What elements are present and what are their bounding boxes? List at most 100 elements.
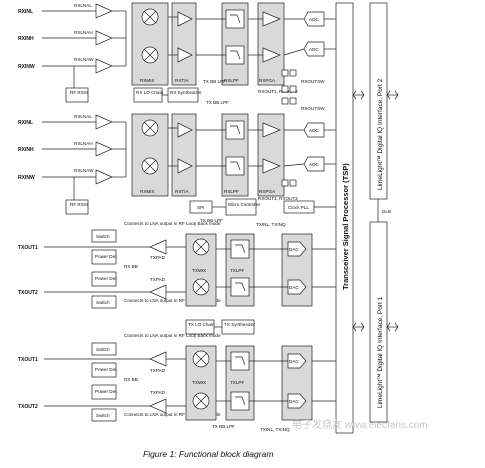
rx2-tia-label: RXTIA (175, 189, 189, 194)
tx-channel-2: Switch Connects to LNA output in RF Loop… (18, 333, 336, 432)
rx1-sw-3 (281, 85, 289, 93)
spi-label: SPI (197, 205, 204, 210)
rx2-sw-3 (281, 179, 289, 187)
tx2-txbb-label: TX BB LPF (212, 424, 235, 429)
port1-label: LimeLight™ Digital IQ Interface, Port 1 (377, 296, 384, 408)
rx2-lna-label-h: RXLNAH (74, 141, 93, 146)
rx1-tia-label: RXTIA (175, 78, 189, 83)
rx2-input-label-l: RXINL (18, 120, 33, 126)
tx1-power-det-b (91, 271, 117, 287)
tx2-loopback-b: Connects to LNA output in RF Loop Back m… (124, 412, 221, 417)
tx2-txinl-label: TXINL, TXINQ (260, 427, 290, 432)
rx1-sw-2 (289, 69, 297, 77)
rx1-input-label-l: RXINL (18, 9, 33, 15)
watermark: 电子发烧友 www.elecfans.com (292, 418, 428, 431)
rx1-rxoutsw-label: RXOUTSW (301, 79, 325, 84)
tx2-loopback-a: Connects to LNA output in RF Loop Back m… (124, 333, 221, 338)
tx2-pad-label-a: TXPAD (150, 368, 166, 373)
tx1-loopback-b: Connects to LNA output in RF Loop Back m… (124, 298, 221, 303)
rx2-mix-label: RXMIX (140, 189, 155, 194)
tx1-power-det-a (91, 249, 117, 265)
tx2-switch-a (91, 342, 117, 356)
tx2-power-det-b (91, 384, 117, 400)
rx2-txbb-label: TX BB LPF (206, 100, 229, 105)
tx-channel-1: Switch Connects to LNA output in RF Loop… (18, 221, 336, 335)
tx2-switch-b-label: Switch (96, 413, 110, 418)
rx2-rxoutsw-label: RXOUTSW (301, 106, 325, 111)
rx2-lna-w-amplifier (95, 169, 113, 185)
tx1-power-det-b-label: Power Det. (95, 276, 118, 281)
tx2-dac-label-i: DAC (289, 359, 299, 364)
tx1-switch-b (91, 295, 117, 309)
tx2-lpf-label: TXLPF (230, 380, 244, 385)
tx1-rxbb-label: RX BB (124, 264, 138, 269)
mid-txbb-label: TX BB LPF (200, 218, 223, 223)
rx2-pga-label: RXPGA (259, 189, 276, 194)
tx1-lpf-label: TXLPF (230, 268, 244, 273)
tx2-pad-amplifier-a (149, 351, 167, 367)
rx2-lna-l-amplifier (95, 114, 113, 130)
rx2-rssi-block (65, 199, 89, 215)
tx2-power-det-a-label: Power Det. (95, 367, 118, 372)
rx1-txbb-label: TX BB LPF (203, 79, 226, 84)
rx2-rxout-label: RXOUT1, RXOUT2 (258, 196, 298, 201)
rx1-lna-label-w: RXLNAW (74, 57, 94, 62)
rx1-synth-label: RX Synthesizer (170, 90, 202, 95)
tx1-loopback-a: Connects to LNA output in RF Loop Back m… (124, 221, 221, 226)
tx2-power-det-b-label: Power Det. (95, 389, 118, 394)
rx2-lpf-label: RXLPF (224, 189, 239, 194)
rx1-sw-4 (289, 85, 297, 93)
tx1-out-label-1: TXOUT1 (18, 245, 38, 251)
tx2-power-det-a (91, 362, 117, 378)
tx2-switch-b (91, 408, 117, 422)
tx2-mix-label: TXMIX (192, 380, 206, 385)
rx1-lo-chain-label: RX LO Chain (136, 90, 164, 95)
tx1-out-label-2: TXOUT2 (18, 290, 38, 296)
rx1-lna-label-h: RXLNAH (74, 30, 93, 35)
clock-pll-label: Clock PLL (288, 205, 309, 210)
rx2-adc-label-i: ADC (309, 128, 319, 133)
tx1-switch-a (91, 229, 117, 243)
rx-channel-1: RXINL RXINH RXINW RXLNAL RXLNAH RXLNAW R… (18, 2, 336, 103)
rx1-mix-label: RXMIX (140, 78, 155, 83)
rx-channel-2: RXINL RXINH RXINW RXLNAL RXLNAH RXLNAW R… (18, 97, 336, 215)
rx2-input-label-w: RXINW (18, 175, 35, 181)
rx1-adc-label-q: ADC (309, 47, 319, 52)
rx1-rssi-label: RF RSSI (70, 90, 88, 95)
rx2-sw-1 (281, 97, 289, 105)
tx1-mix-label: TXMIX (192, 268, 206, 273)
mid-txinl-label: TXINL, TXINQ (256, 222, 286, 227)
tx2-pad-amplifier-b (149, 398, 167, 414)
tx1-power-det-a-label: Power Det. (95, 254, 118, 259)
tx2-dac-label-q: DAC (289, 399, 299, 404)
rx1-lna-l-amplifier (95, 3, 113, 19)
dlb-label: DLB (382, 209, 391, 214)
port1-block (369, 221, 388, 423)
rx2-lna-label-w: RXLNAW (74, 168, 94, 173)
rx2-lna-label-l: RXLNAL (74, 114, 92, 119)
tx2-out-label-2: TXOUT2 (18, 404, 38, 410)
tx1-pad-label-b: TXPAD (150, 277, 166, 282)
rx1-rssi-block (65, 87, 89, 103)
rx2-sw-4 (289, 179, 297, 187)
rx1-pga-label: RXPGA (259, 78, 276, 83)
tsp-block (335, 2, 354, 434)
rx1-rxout-label: RXOUT1, RXOUT2 (258, 89, 298, 94)
tx2-pad-label-b: TXPAD (150, 390, 166, 395)
tx-synth-label: TX Synthesizer (224, 322, 256, 327)
tx1-switch-a-label: Switch (96, 234, 110, 239)
control-section: SPI Micro Controller Clock PLL TX BB LPF… (189, 198, 336, 227)
tx1-switch-b-label: Switch (96, 300, 110, 305)
port2-block (369, 2, 388, 200)
rx2-sw-2 (289, 97, 297, 105)
port2-label: LimeLight™ Digital IQ Interface, Port 2 (377, 78, 384, 190)
rx2-input-label-h: RXINH (18, 147, 34, 153)
rx1-lpf-label: RXLPF (224, 78, 239, 83)
rx1-input-label-h: RXINH (18, 36, 34, 42)
tsp-label: Transceiver Signal Processor (TSP) (341, 163, 350, 290)
tx-lo-chain-label: TX LO Chain (188, 322, 215, 327)
rx1-lna-label-l: RXLNAL (74, 3, 92, 8)
rx2-adc-label-q: ADC (309, 162, 319, 167)
